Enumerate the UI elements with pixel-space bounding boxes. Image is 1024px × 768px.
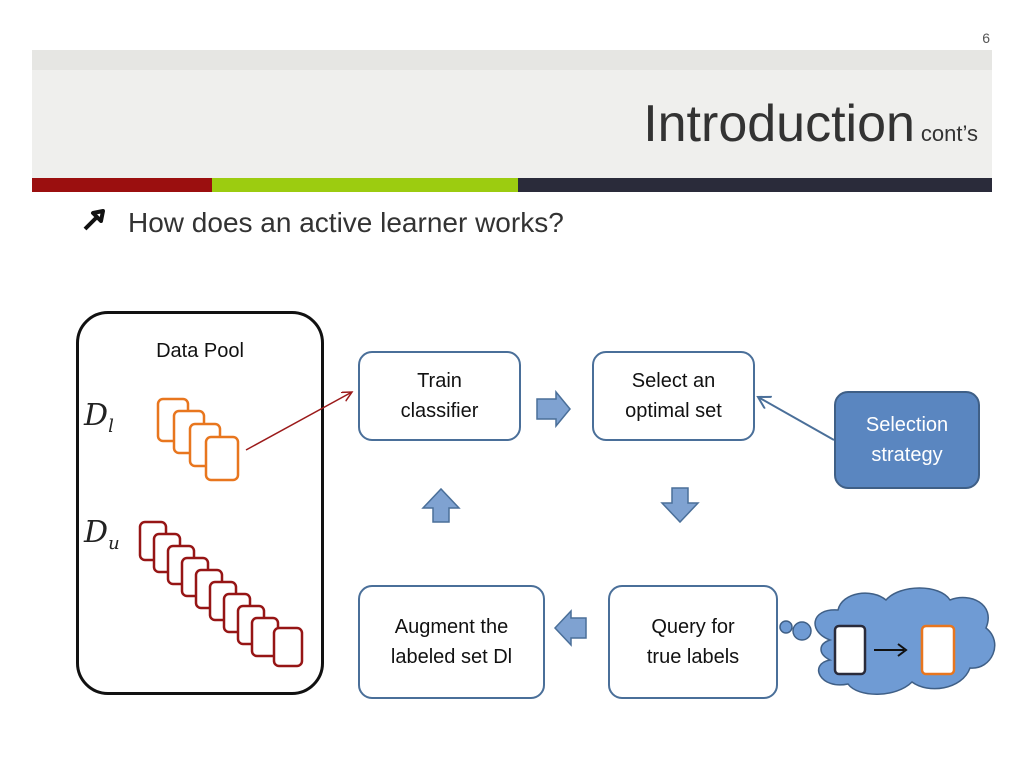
labeling-arrow-head xyxy=(897,643,908,657)
train-line-1: Train xyxy=(417,370,462,392)
arrow-up-right-icon xyxy=(82,207,110,239)
labeled-subscript: l xyxy=(108,416,114,437)
cloud-bubble xyxy=(792,621,812,641)
query-line-1: Query for xyxy=(651,616,735,638)
accent-bar-green xyxy=(212,178,518,192)
title-band-top xyxy=(32,50,992,70)
data-pool-title: Data Pool xyxy=(156,340,244,362)
labeled-symbol: D xyxy=(84,398,109,433)
train-line-2: classifier xyxy=(400,400,479,422)
labeled-cards xyxy=(156,397,240,482)
labeled-to-train-arrow xyxy=(245,392,352,451)
augment-line-2: labeled set Dl xyxy=(390,646,513,668)
cloud-bubble xyxy=(779,620,793,634)
strategy-to-select-arrow xyxy=(758,397,835,441)
strategy-line-1: Selection xyxy=(865,414,949,436)
labeled-card xyxy=(204,435,240,482)
labeled-sample-card xyxy=(920,624,956,676)
slide-subtitle: cont’s xyxy=(920,121,978,146)
accent-bar-red xyxy=(32,178,212,192)
unlabeled-card xyxy=(272,626,304,668)
unlabeled-subscript: u xyxy=(108,533,120,554)
query-line-2: true labels xyxy=(646,646,740,668)
slide-title-text: Introduction xyxy=(643,95,915,153)
labeled-set-symbol: Dl xyxy=(84,398,114,437)
augment-labeled-set-box: Augment the labeled set Dl xyxy=(358,585,545,699)
bullet-point: How does an active learner works? xyxy=(82,207,564,239)
data-pool: Data Pool xyxy=(76,311,324,695)
bullet-text: How does an active learner works? xyxy=(128,207,564,238)
flow-arrow-down xyxy=(660,487,700,524)
flow-arrow-right xyxy=(536,389,571,429)
query-true-labels-box: Query for true labels xyxy=(608,585,778,699)
flow-arrow-left xyxy=(553,609,587,647)
unlabeled-sample-card xyxy=(833,624,867,676)
select-optimal-set-box: Select an optimal set xyxy=(592,351,755,441)
unlabeled-set-symbol: Du xyxy=(84,515,120,554)
train-classifier-box: Train classifier xyxy=(358,351,521,441)
unlabeled-cards xyxy=(138,520,304,668)
accent-bar-navy xyxy=(518,178,992,192)
unlabeled-symbol: D xyxy=(84,515,109,550)
selection-strategy-box: Selection strategy xyxy=(834,391,980,489)
slide-number: 6 xyxy=(982,30,990,46)
flow-arrow-up xyxy=(421,487,461,523)
augment-line-1: Augment the xyxy=(394,616,509,638)
strategy-line-2: strategy xyxy=(871,444,943,466)
oracle-cloud xyxy=(779,587,996,695)
select-line-2: optimal set xyxy=(625,400,722,422)
accent-bars xyxy=(32,178,992,192)
select-line-1: Select an xyxy=(631,370,716,392)
